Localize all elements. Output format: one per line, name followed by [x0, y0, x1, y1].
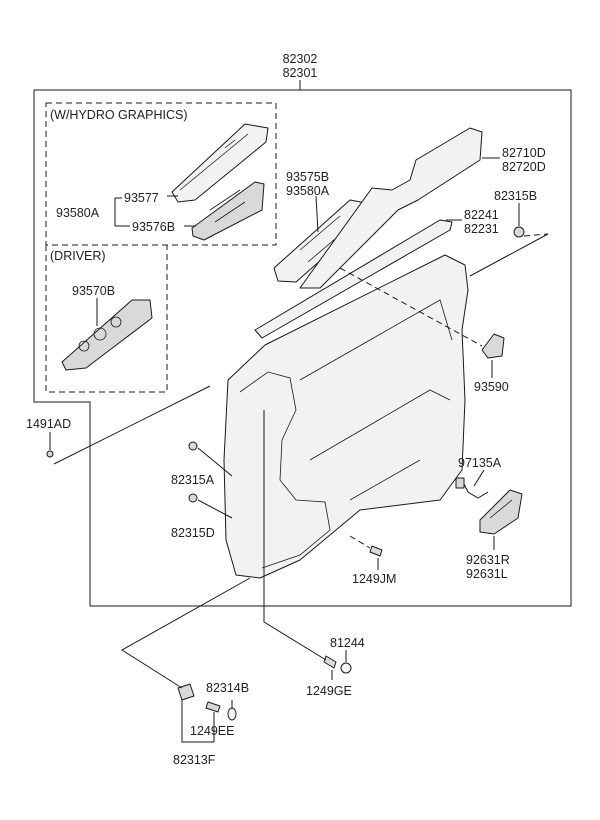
- grommet-82314B: [227, 707, 237, 721]
- leader-97135A: [473, 469, 485, 487]
- part-number-93577: 93577: [124, 191, 159, 205]
- leader-1249JM-dash: [349, 535, 371, 549]
- leader-93575B: [315, 195, 319, 233]
- part-number-82720D: 82720D: [502, 160, 546, 174]
- part-number-82315A: 82315A: [171, 473, 215, 487]
- door-trim-panel: [223, 254, 469, 579]
- leader-1491AD-to-panel: [53, 385, 211, 465]
- driver-box: [45, 245, 168, 393]
- part-number-82241: 82241: [464, 208, 499, 222]
- part-number-82314B: 82314B: [206, 681, 249, 695]
- switch-panel-upper: [171, 123, 269, 203]
- part-number-93575B: 93575B: [286, 170, 329, 184]
- clip-82315A: [188, 441, 198, 451]
- switch-panel-lower: [191, 181, 265, 241]
- part-number-82302: 82302: [283, 52, 318, 66]
- part-number-82313F: 82313F: [173, 753, 216, 767]
- leader-1249GE-vertical: [263, 410, 327, 661]
- driver-label: (DRIVER): [50, 249, 106, 263]
- part-number-92631L: 92631L: [466, 567, 508, 581]
- driver-window-switch: [61, 299, 153, 371]
- belt-weatherstrip: [254, 219, 453, 339]
- hydro-graphics-label: (W/HYDRO GRAPHICS): [50, 108, 188, 122]
- part-number-93576B: 93576B: [132, 220, 175, 234]
- leader-82313F-fan: [121, 577, 251, 689]
- leader-93590-dash: [339, 267, 483, 347]
- armrest-upper: [299, 127, 483, 289]
- part-number-1249JM: 1249JM: [352, 572, 396, 586]
- clip-82315D: [188, 493, 198, 503]
- part-number-1249GE: 1249GE: [306, 684, 352, 698]
- part-number-97135A: 97135A: [458, 456, 502, 470]
- main-assembly-frame: [33, 89, 572, 607]
- part-number-93580A-center: 93580A: [286, 184, 330, 198]
- leader-82313F-bracket: [181, 700, 214, 743]
- screw-1249EE: [205, 701, 221, 713]
- cap-81244: [340, 662, 352, 674]
- part-number-93590: 93590: [474, 380, 509, 394]
- part-number-82710D: 82710D: [502, 146, 546, 160]
- mirror-switch-assy: [479, 489, 523, 535]
- part-number-93580A-hydro: 93580A: [56, 206, 100, 220]
- clip-82315B: [513, 226, 525, 238]
- part-number-92631R: 92631R: [466, 553, 510, 567]
- part-number-82315D: 82315D: [171, 526, 215, 540]
- leader-82315B-to-panel: [469, 233, 549, 277]
- part-number-82315B: 82315B: [494, 189, 537, 203]
- leader-82315A: [197, 447, 233, 477]
- hydro-graphics-box: [45, 102, 277, 246]
- trim-bracket: [481, 333, 505, 359]
- screw-1249JM: [369, 545, 383, 557]
- wiring-connector: [455, 477, 465, 489]
- leader-82315D: [197, 499, 233, 519]
- part-number-93570B: 93570B: [72, 284, 115, 298]
- screw-1249GE: [323, 655, 337, 669]
- part-number-82231: 82231: [464, 222, 499, 236]
- wiring-harness: [461, 479, 489, 499]
- part-number-1491AD: 1491AD: [26, 417, 71, 431]
- leader-82315B-dash: [523, 233, 549, 237]
- screw-1491AD: [46, 450, 54, 458]
- part-number-1249EE: 1249EE: [190, 724, 234, 738]
- part-number-82301: 82301: [283, 66, 318, 80]
- part-number-81244: 81244: [330, 636, 365, 650]
